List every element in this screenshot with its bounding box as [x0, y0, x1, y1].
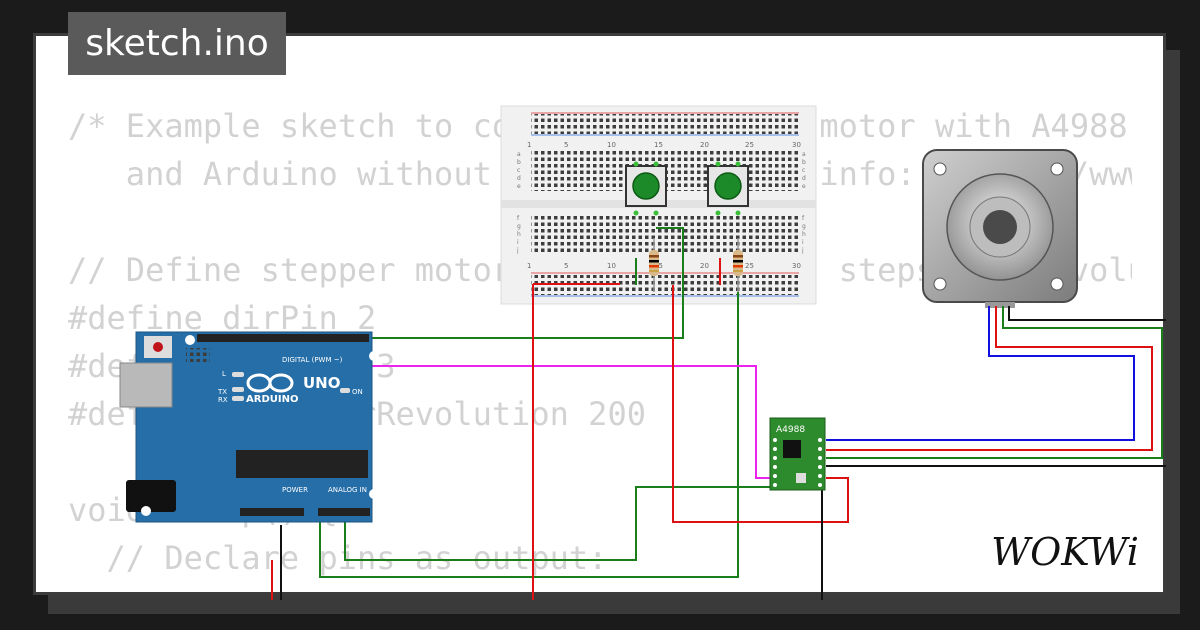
row-letter: j [801, 247, 804, 254]
row-letter: b [517, 159, 521, 166]
rx-led [232, 396, 244, 401]
row-letter: h [517, 231, 521, 238]
atmega-chip [236, 450, 368, 478]
row-letter: b [802, 159, 806, 166]
row-letter: a [517, 151, 521, 158]
pushbutton-1[interactable] [625, 161, 667, 216]
arduino-brand: ARDUINO [246, 394, 298, 405]
row-letter: f [802, 215, 805, 222]
column-number: 30 [792, 262, 801, 270]
power-header [240, 508, 304, 516]
mount-hole [933, 277, 947, 291]
mount-hole [1050, 162, 1064, 176]
rx-led-label: RX [218, 396, 228, 404]
breadboard-bottom-rail [531, 275, 799, 295]
column-number: 30 [792, 141, 801, 149]
a4988-driver[interactable]: A4988 [769, 417, 826, 491]
file-name-tab[interactable]: sketch.ino [68, 12, 286, 75]
row-letter: i [802, 239, 804, 246]
motor-shaft [983, 210, 1017, 244]
resistor-2[interactable] [733, 238, 743, 292]
column-number: 25 [745, 141, 754, 149]
arduino-logo [246, 373, 294, 393]
motor-wires [826, 306, 1166, 467]
row-letter: c [517, 167, 520, 174]
arduino-model: UNO [303, 374, 341, 392]
wire-green [344, 340, 772, 561]
power-jack [126, 480, 176, 512]
tx-led-label: TX [217, 388, 227, 396]
driver-chip [783, 440, 801, 458]
tx-led [232, 387, 244, 392]
row-letter: i [517, 239, 519, 246]
code-line: // Declare pins as output: [68, 539, 608, 577]
wire-magenta [341, 340, 772, 479]
column-number: 10 [607, 262, 616, 270]
mount-hole [933, 162, 947, 176]
row-letter: e [802, 183, 806, 190]
l-led [232, 372, 244, 377]
usb-port [119, 362, 173, 408]
button-cap [632, 172, 660, 200]
row-letter: g [802, 223, 806, 230]
mount-hole [1050, 277, 1064, 291]
pushbutton-2[interactable] [707, 161, 749, 216]
wire-red [672, 285, 849, 523]
stepper-motor[interactable] [922, 149, 1078, 308]
row-letter: c [802, 167, 805, 174]
l-led-label: L [222, 370, 226, 378]
column-number: 1 [527, 262, 531, 270]
driver-potentiometer[interactable] [796, 473, 806, 483]
breadboard-top-rail [531, 114, 799, 134]
row-letter: d [517, 175, 521, 182]
row-letter: e [517, 183, 521, 190]
code-line: #define dirPin 2 [68, 299, 377, 337]
column-number: 5 [564, 141, 568, 149]
row-letter: j [516, 247, 519, 254]
column-number: 20 [700, 141, 709, 149]
analog-header [318, 508, 370, 516]
column-number: 25 [745, 262, 754, 270]
on-led [340, 388, 350, 393]
breadboard-lower-terminals [531, 215, 799, 255]
button-cap [714, 172, 742, 200]
wire-red [532, 283, 620, 600]
on-led-label: ON [352, 388, 363, 396]
column-number: 15 [654, 141, 663, 149]
power-label: POWER [282, 486, 308, 494]
column-number: 5 [564, 262, 568, 270]
column-number: 1 [527, 141, 531, 149]
digital-header [197, 334, 369, 342]
row-letter: g [517, 223, 521, 230]
row-letter: d [802, 175, 806, 182]
column-number: 10 [607, 141, 616, 149]
row-letter: h [802, 231, 806, 238]
driver-label: A4988 [776, 425, 805, 435]
code-line: pinMode(stepPin, OUTPUT); [68, 587, 589, 592]
resistor-1[interactable] [649, 238, 659, 292]
digital-header-label: DIGITAL (PWM ~) [282, 356, 343, 364]
arduino-uno[interactable]: DIGITAL (PWM ~) UNO ARDUINO ON TX RX L P… [119, 331, 379, 523]
wokwi-logo: WOKWi [991, 530, 1139, 574]
wire-green [319, 292, 739, 578]
column-number: 20 [700, 262, 709, 270]
icsp-header [186, 348, 210, 362]
row-letter: a [802, 151, 806, 158]
analog-label: ANALOG IN [328, 486, 367, 494]
row-letter: f [517, 215, 520, 222]
